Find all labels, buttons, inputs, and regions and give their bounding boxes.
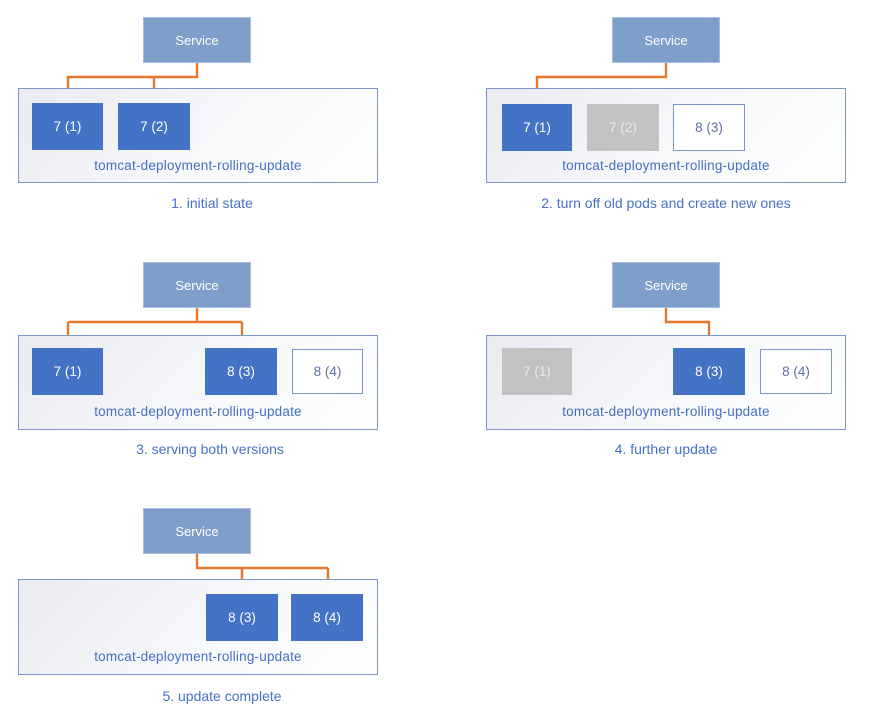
service-box: Service — [612, 17, 720, 63]
pod-7-2: 7 (2) — [587, 104, 659, 151]
pod-8-3: 8 (3) — [205, 348, 277, 395]
pod-label: 8 (3) — [228, 610, 256, 625]
stage-caption: 1. initial state — [171, 195, 253, 211]
pod-7-1: 7 (1) — [32, 348, 103, 395]
deployment-label: tomcat-deployment-rolling-update — [562, 158, 770, 173]
pod-8-3: 8 (3) — [206, 594, 278, 641]
pod-label: 7 (2) — [140, 119, 168, 134]
pod-7-2: 7 (2) — [118, 103, 190, 150]
pod-label: 8 (3) — [227, 364, 255, 379]
pod-label: 7 (1) — [53, 119, 82, 134]
pod-label: 8 (3) — [695, 120, 723, 135]
service-label: Service — [644, 277, 688, 293]
pod-label: 7 (1) — [53, 364, 82, 379]
deployment-label: tomcat-deployment-rolling-update — [94, 649, 302, 664]
pod-label: 7 (2) — [609, 120, 637, 135]
pod-8-4: 8 (4) — [760, 349, 832, 394]
service-label: Service — [175, 277, 219, 293]
stage-caption: 3. serving both versions — [136, 441, 284, 457]
deployment-label: tomcat-deployment-rolling-update — [94, 158, 302, 173]
pod-8-3: 8 (3) — [673, 348, 745, 395]
service-box: Service — [143, 508, 251, 554]
pod-7-1: 7 (1) — [32, 103, 103, 150]
pod-label: 8 (4) — [313, 610, 341, 625]
pod-8-4: 8 (4) — [292, 349, 363, 394]
stage-caption: 5. update complete — [162, 688, 282, 704]
service-label: Service — [175, 523, 219, 539]
service-box: Service — [143, 17, 251, 63]
pod-label: 7 (1) — [523, 120, 551, 135]
service-box: Service — [612, 262, 720, 308]
service-label: Service — [175, 32, 219, 48]
pod-label: 8 (3) — [695, 364, 723, 379]
pod-label: 7 (1) — [523, 364, 551, 379]
pod-label: 8 (4) — [313, 364, 342, 379]
deployment-label: tomcat-deployment-rolling-update — [94, 404, 302, 419]
pod-7-1: 7 (1) — [502, 348, 572, 395]
service-label: Service — [644, 32, 688, 48]
pod-label: 8 (4) — [782, 364, 810, 379]
pod-7-1: 7 (1) — [502, 104, 572, 151]
service-box: Service — [143, 262, 251, 308]
pod-8-4: 8 (4) — [291, 594, 363, 641]
deployment-label: tomcat-deployment-rolling-update — [562, 404, 770, 419]
stage-caption: 4. further update — [614, 441, 718, 457]
stage-caption: 2. turn off old pods and create new ones — [541, 195, 791, 211]
pod-8-3: 8 (3) — [673, 104, 745, 151]
